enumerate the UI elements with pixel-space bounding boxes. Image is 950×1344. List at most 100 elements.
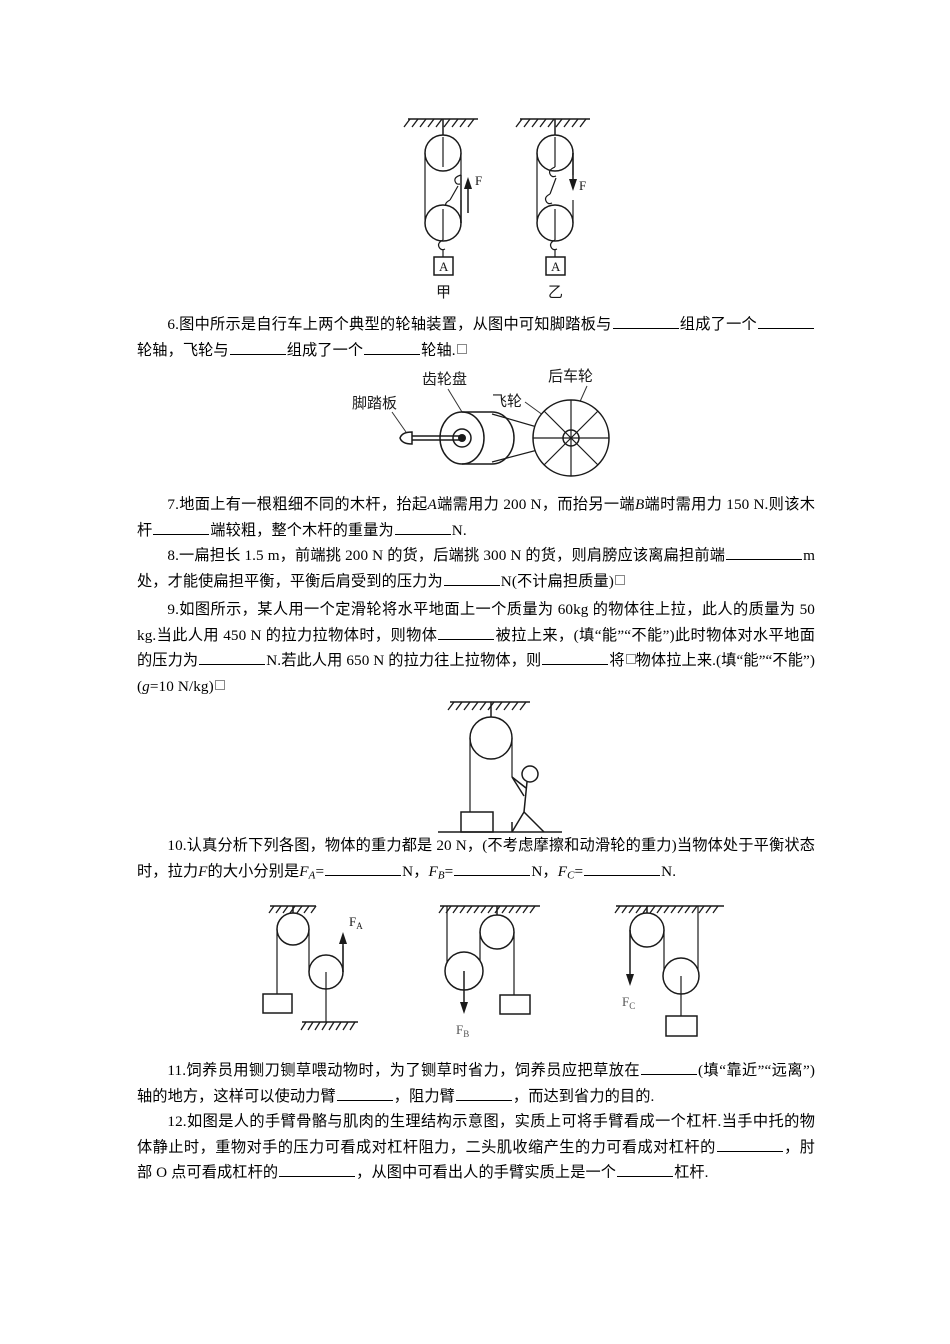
force-label-a: FA bbox=[349, 914, 363, 931]
q11-blank-2[interactable] bbox=[336, 1085, 393, 1101]
q9-text-5: 物体拉上来.(填“能”“不能”)( bbox=[137, 652, 815, 695]
q7-text-5: N. bbox=[451, 521, 467, 539]
q12-blank-2[interactable] bbox=[279, 1161, 356, 1177]
q9-blank-3[interactable] bbox=[542, 649, 609, 665]
q7-var-b: B bbox=[634, 496, 645, 513]
figure-fixed-pulley-person bbox=[424, 692, 604, 840]
q10-unit-3: N. bbox=[661, 862, 677, 880]
bicycle-label-rear-wheel: 后车轮 bbox=[548, 368, 593, 385]
q7-text-3: 端时需用力 150 N.则该木杆 bbox=[137, 496, 815, 539]
q8-blank-2[interactable] bbox=[443, 570, 500, 586]
q6-blank-3[interactable] bbox=[229, 339, 286, 355]
bicycle-label-chainring: 齿轮盘 bbox=[422, 370, 467, 388]
q10-eq-3: = bbox=[574, 862, 584, 880]
q6-text-1: 图中所示是自行车上两个典型的轮轴装置，从图中可知脚踏板与 bbox=[178, 316, 612, 333]
q10-var-f: F bbox=[198, 862, 208, 880]
q11-blank-1[interactable] bbox=[641, 1059, 698, 1075]
q10-unit-2: N， bbox=[531, 862, 558, 880]
q10-eq-1: = bbox=[315, 862, 325, 880]
q6-box-glyph bbox=[456, 343, 467, 354]
q9-blank-1[interactable] bbox=[438, 624, 495, 640]
q9-text-4: 将 bbox=[609, 652, 625, 669]
q9-text-2: 被拉上来，(填“能”“不能”)此时物体对水平地面的压力为 bbox=[137, 626, 815, 670]
force-label-yi: F bbox=[579, 178, 586, 193]
q10-unit-1: N， bbox=[402, 862, 429, 880]
bicycle-label-freewheel: 飞轮 bbox=[492, 393, 522, 410]
q9-text-1: 如图所示，某人用一个定滑轮将水平地面上一个质量为 60kg 的物体往上拉，此人的… bbox=[137, 601, 815, 644]
q7-text-1: 地面上有一根粗细不同的木杆，抬起 bbox=[178, 496, 428, 513]
q11-text-4: ，而达到省力的目的. bbox=[512, 1087, 655, 1105]
q6-blank-4[interactable] bbox=[364, 339, 421, 355]
q7-blank-1[interactable] bbox=[153, 519, 210, 535]
caption-jia: 甲 bbox=[436, 284, 451, 301]
q8-text-1: 一扁担长 1.5 m，前端挑 200 N 的货，后端挑 300 N 的货，则肩膀… bbox=[178, 547, 726, 564]
q10-blank-b[interactable] bbox=[454, 860, 531, 876]
load-label-yi: A bbox=[551, 259, 561, 274]
q8-text-3: N(不计扁担质量) bbox=[500, 572, 614, 590]
q8-blank-1[interactable] bbox=[726, 544, 803, 560]
stick-figure-person bbox=[511, 765, 545, 833]
question-12: 12.如图是人的手臂骨骼与肌肉的生理结构示意图，实质上可将手臂看成一个杠杆.当手… bbox=[137, 1109, 815, 1186]
pedal-crank bbox=[399, 431, 462, 445]
ceiling-hatching-b bbox=[438, 905, 536, 914]
leader-pedal bbox=[391, 411, 407, 433]
q7-var-a: A bbox=[427, 496, 437, 513]
q9-text-6: =10 N/kg) bbox=[149, 677, 214, 695]
q10-eq-2: = bbox=[444, 862, 454, 880]
figure-q10-c: FC bbox=[612, 898, 782, 1048]
q6-text-2: 组成了一个 bbox=[679, 316, 757, 333]
q7-number: 7. bbox=[167, 496, 179, 513]
load-label-jia: A bbox=[439, 259, 449, 274]
q12-text-2: ，肘部 O 点可看成杠杆的 bbox=[137, 1138, 816, 1182]
question-9: 9.如图所示，某人用一个定滑轮将水平地面上一个质量为 60kg 的物体往上拉，此… bbox=[137, 597, 815, 699]
q12-blank-1[interactable] bbox=[716, 1136, 783, 1152]
q10-text-2: 的大小分别是 bbox=[207, 862, 300, 880]
question-11: 11.饲养员用铡刀铡草喂动物时，为了铡草时省力，饲养员应把草放在(填“靠近”“远… bbox=[137, 1058, 815, 1109]
q8-number: 8. bbox=[167, 547, 179, 564]
q9-var-g: g bbox=[142, 677, 150, 695]
q12-text-4: 杠杆. bbox=[674, 1164, 709, 1181]
ceiling-hatching-yi bbox=[515, 118, 587, 128]
q9-blank-2[interactable] bbox=[199, 649, 266, 665]
q12-text-1: 如图是人的手臂骨骼与肌肉的生理结构示意图，实质上可将手臂看成一个杠杆.当手中托的… bbox=[137, 1113, 815, 1156]
chainring-shape bbox=[439, 411, 515, 465]
ceiling-hatching-c bbox=[614, 905, 719, 914]
q9-number: 9. bbox=[167, 601, 179, 618]
q6-number: 6. bbox=[167, 316, 179, 333]
q6-blank-1[interactable] bbox=[612, 313, 679, 329]
q10-blank-c[interactable] bbox=[584, 860, 661, 876]
force-label-c: FC bbox=[622, 994, 635, 1011]
q6-text-3: 轮轴，飞轮与 bbox=[137, 341, 229, 359]
ceiling-hatching-a bbox=[268, 905, 317, 914]
leader-chainring bbox=[447, 388, 463, 413]
q6-text-5: 轮轴. bbox=[421, 341, 456, 359]
q11-text-1: 饲养员用铡刀铡草喂动物时，为了铡草时省力，饲养员应把草放在 bbox=[186, 1062, 641, 1079]
force-label-b: FB bbox=[456, 1022, 469, 1039]
q10-fb-label: F bbox=[428, 862, 438, 880]
q11-text-3: ，阻力臂 bbox=[393, 1087, 455, 1105]
q6-blank-2[interactable] bbox=[758, 313, 814, 329]
ground-hatching-a bbox=[300, 1021, 356, 1031]
q10-text-1: 认真分析下列各图，物体的重力都是 20 N，(不考虑摩擦和动滑轮的重力)当物体处… bbox=[137, 837, 815, 880]
q7-blank-2[interactable] bbox=[394, 519, 451, 535]
figure-q10-a: FA bbox=[258, 898, 408, 1048]
ceiling-hatching-q9 bbox=[447, 701, 527, 711]
q10-fb-sub: B bbox=[437, 869, 445, 882]
pulley-system-jia: F A 甲 bbox=[403, 118, 482, 301]
q11-number: 11. bbox=[167, 1062, 187, 1079]
q10-blank-a[interactable] bbox=[325, 860, 402, 876]
question-6: 6.图中所示是自行车上两个典型的轮轴装置，从图中可知脚踏板与 组成了一个轮轴，飞轮… bbox=[137, 312, 815, 363]
q9-box-glyph-2 bbox=[214, 679, 225, 690]
force-label-jia: F bbox=[475, 173, 482, 188]
figure-pulley-pair: F A 甲 bbox=[380, 105, 640, 305]
question-8: 8.一扁担长 1.5 m，前端挑 200 N 的货，后端挑 300 N 的货，则… bbox=[137, 543, 815, 594]
q12-text-3: ，从图中可看出人的手臂实质上是一个 bbox=[356, 1164, 617, 1181]
q7-text-4: 端较粗，整个木杆的重量为 bbox=[210, 521, 394, 539]
q9-box-glyph-1 bbox=[625, 654, 636, 664]
rear-wheel-shape bbox=[532, 399, 610, 477]
q11-blank-3[interactable] bbox=[455, 1085, 512, 1101]
figure-q10-b: FB bbox=[432, 898, 592, 1048]
q12-blank-3[interactable] bbox=[617, 1161, 674, 1177]
q8-text-2: m 处，才能使扁担平衡，平衡后肩受到的压力为 bbox=[137, 547, 815, 590]
